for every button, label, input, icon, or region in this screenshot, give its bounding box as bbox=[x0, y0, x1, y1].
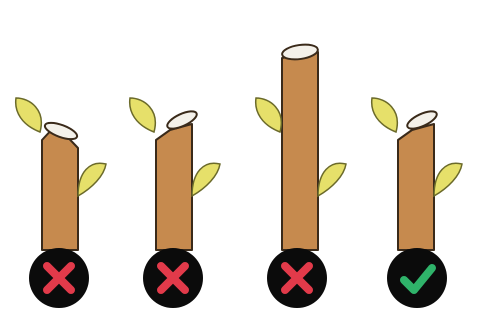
panel-cut-3 bbox=[256, 43, 346, 308]
bud-side-2 bbox=[192, 163, 220, 196]
badge-1 bbox=[29, 248, 89, 308]
bud-side-3 bbox=[318, 163, 346, 196]
stem-4 bbox=[398, 124, 434, 250]
bud-side-1 bbox=[78, 163, 106, 196]
panel-cut-2 bbox=[130, 98, 220, 308]
badge-4 bbox=[387, 248, 447, 308]
bud-top-1 bbox=[16, 98, 42, 132]
bud-top-2 bbox=[130, 98, 156, 132]
badge-3 bbox=[267, 248, 327, 308]
stem-2 bbox=[156, 124, 192, 250]
bud-top-4 bbox=[372, 98, 398, 132]
panel-cut-1 bbox=[16, 98, 106, 308]
panel-cut-4 bbox=[372, 98, 462, 308]
bud-side-4 bbox=[434, 163, 462, 196]
badge-2 bbox=[143, 248, 203, 308]
stem-1 bbox=[42, 125, 78, 250]
bud-top-3 bbox=[256, 98, 282, 132]
stem-3 bbox=[282, 52, 318, 250]
